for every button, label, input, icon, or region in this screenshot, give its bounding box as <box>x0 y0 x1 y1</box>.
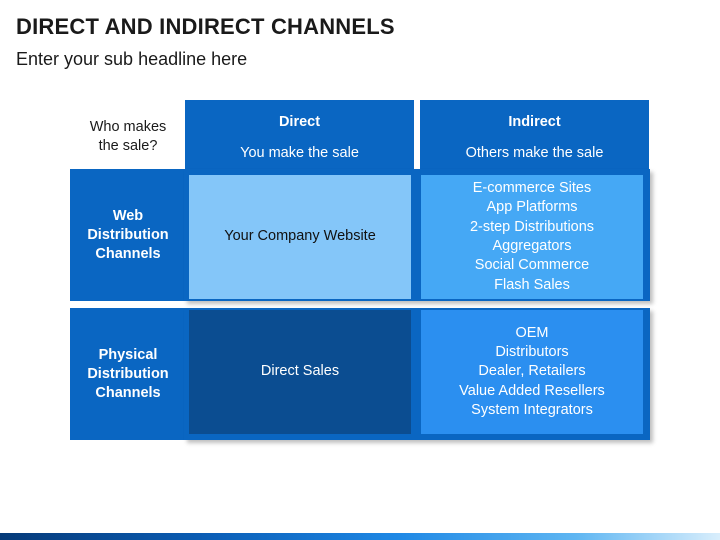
cell-item: Flash Sales <box>494 276 570 293</box>
row-label-line: Channels <box>95 245 161 262</box>
row-header-web-distribution: Web Distribution Channels <box>70 169 186 301</box>
cell-item: OEM <box>515 324 549 341</box>
cell-item: E-commerce Sites <box>472 180 592 197</box>
cell-item: System Integrators <box>471 401 593 418</box>
column-title-indirect: Indirect <box>508 114 561 130</box>
column-title-direct: Direct <box>278 114 321 130</box>
page-subtitle: Enter your sub headline here <box>16 49 248 69</box>
cell-item: Aggregators <box>492 238 572 254</box>
cell-item: Your Company Website <box>224 228 376 245</box>
row-label-line: Physical <box>98 346 158 363</box>
cell-item: 2-step Distributions <box>469 218 595 235</box>
footer-gradient-bar <box>0 533 720 540</box>
cell-physical-indirect: OEM Distributors Dealer, Retailers Value… <box>421 310 643 434</box>
row-label-line: Distribution <box>87 365 169 382</box>
row-label-line: Channels <box>95 384 161 401</box>
row-label-line: Web <box>112 207 144 224</box>
who-makes-sale-label: Who makes the sale? <box>70 112 186 162</box>
page-title: DIRECT AND INDIRECT CHANNELS <box>16 14 395 39</box>
cell-item: Value Added Resellers <box>459 382 605 399</box>
cell-web-direct: Your Company Website <box>189 175 411 299</box>
row-header-physical-distribution: Physical Distribution Channels <box>70 308 186 440</box>
cell-physical-direct: Direct Sales <box>189 310 411 434</box>
question-line: Who makes <box>89 119 167 135</box>
column-subtitle-direct: You make the sale <box>240 145 359 162</box>
row-label-line: Distribution <box>87 226 169 243</box>
cell-web-indirect: E-commerce Sites App Platforms 2-step Di… <box>421 175 643 299</box>
cell-item: App Platforms <box>486 199 578 216</box>
question-line: the sale? <box>98 138 158 154</box>
cell-item: Social Commerce <box>474 257 590 274</box>
cell-item: Distributors <box>495 344 569 361</box>
cell-item: Dealer, Retailers <box>478 363 586 380</box>
column-header-indirect: Indirect Others make the sale <box>420 100 649 172</box>
cell-item: Direct Sales <box>260 363 340 380</box>
column-subtitle-indirect: Others make the sale <box>465 145 604 162</box>
column-header-direct: Direct You make the sale <box>185 100 414 172</box>
